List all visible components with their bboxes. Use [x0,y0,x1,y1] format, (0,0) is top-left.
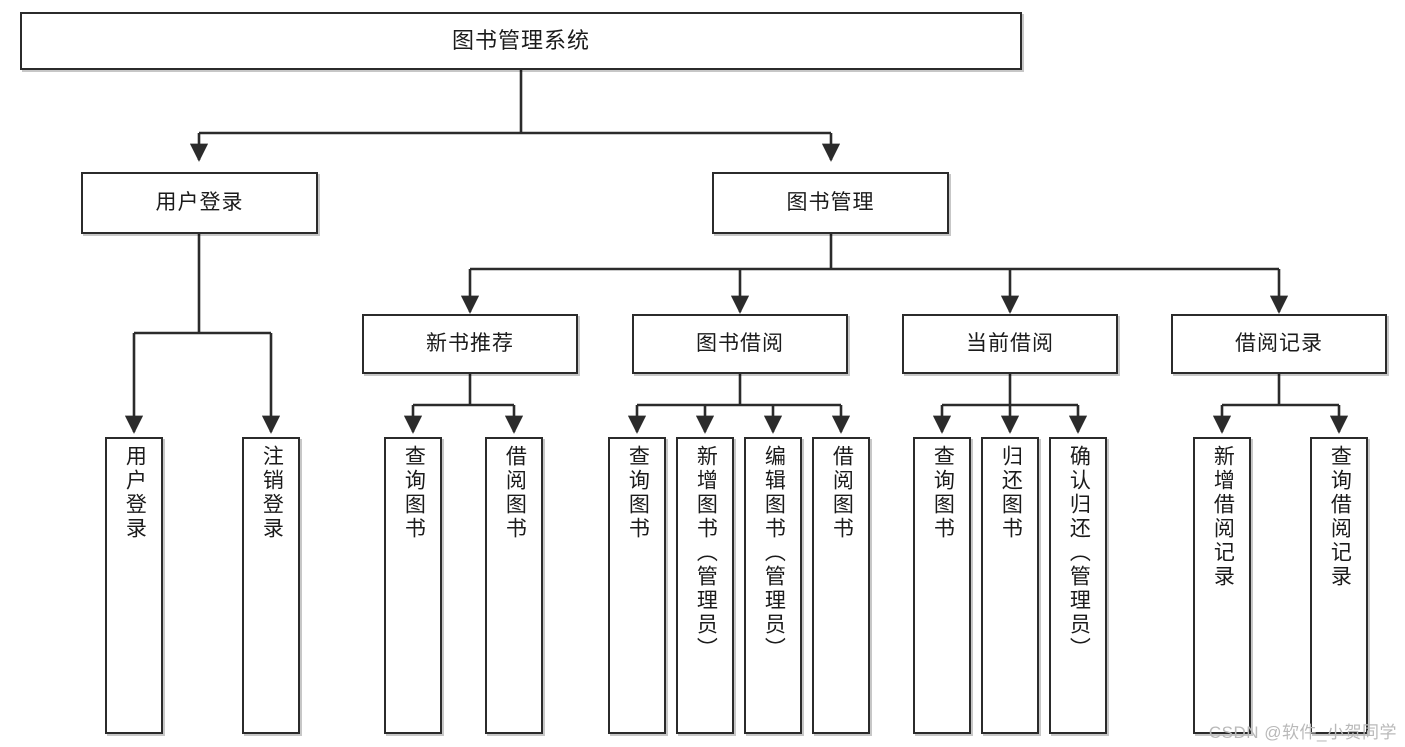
node-label: 借阅图书 [503,445,527,541]
leaf-current-borrow-return[interactable]: 归还图书 [981,437,1039,734]
node-current-borrow[interactable]: 当前借阅 [902,314,1118,374]
node-label: 图书管理系统 [451,28,590,54]
leaf-new-book-query[interactable]: 查询图书 [384,437,442,734]
leaf-new-book-borrow[interactable]: 借阅图书 [485,437,543,734]
node-label: 借阅图书 [830,445,854,541]
node-label: 图书借阅 [696,331,784,355]
node-root-library-system[interactable]: 图书管理系统 [20,12,1022,70]
leaf-book-borrow-add[interactable]: 新增图书（管理员） [676,437,734,734]
leaf-current-borrow-confirm-return[interactable]: 确认归还（管理员） [1049,437,1107,734]
leaf-book-borrow-query[interactable]: 查询图书 [608,437,666,734]
node-label: 注销登录 [260,445,284,541]
leaf-book-borrow-borrow[interactable]: 借阅图书 [812,437,870,734]
leaf-user-login-logout[interactable]: 注销登录 [242,437,300,734]
node-label: 借阅记录 [1235,331,1323,355]
node-label: 查询图书 [931,445,955,541]
node-label: 用户登录 [123,445,147,541]
node-book-management[interactable]: 图书管理 [712,172,949,234]
node-label: 新增借阅记录 [1211,445,1235,589]
leaf-borrow-record-add[interactable]: 新增借阅记录 [1193,437,1251,734]
node-user-login[interactable]: 用户登录 [81,172,318,234]
node-label: 查询借阅记录 [1328,445,1352,589]
node-book-borrow[interactable]: 图书借阅 [632,314,848,374]
node-label: 图书管理 [786,190,875,214]
node-label: 归还图书 [999,445,1023,541]
node-new-book-recommend[interactable]: 新书推荐 [362,314,578,374]
node-label: 确认归还（管理员） [1067,445,1091,661]
leaf-borrow-record-query[interactable]: 查询借阅记录 [1310,437,1368,734]
node-label: 新增图书（管理员） [694,445,718,661]
leaf-book-borrow-edit[interactable]: 编辑图书（管理员） [744,437,802,734]
node-label: 查询图书 [626,445,650,541]
node-label: 新书推荐 [426,331,514,355]
node-label: 编辑图书（管理员） [762,445,786,661]
node-label: 查询图书 [402,445,426,541]
node-label: 用户登录 [155,190,244,214]
leaf-user-login-login[interactable]: 用户登录 [105,437,163,734]
node-borrow-record[interactable]: 借阅记录 [1171,314,1387,374]
leaf-current-borrow-query[interactable]: 查询图书 [913,437,971,734]
node-label: 当前借阅 [966,331,1054,355]
